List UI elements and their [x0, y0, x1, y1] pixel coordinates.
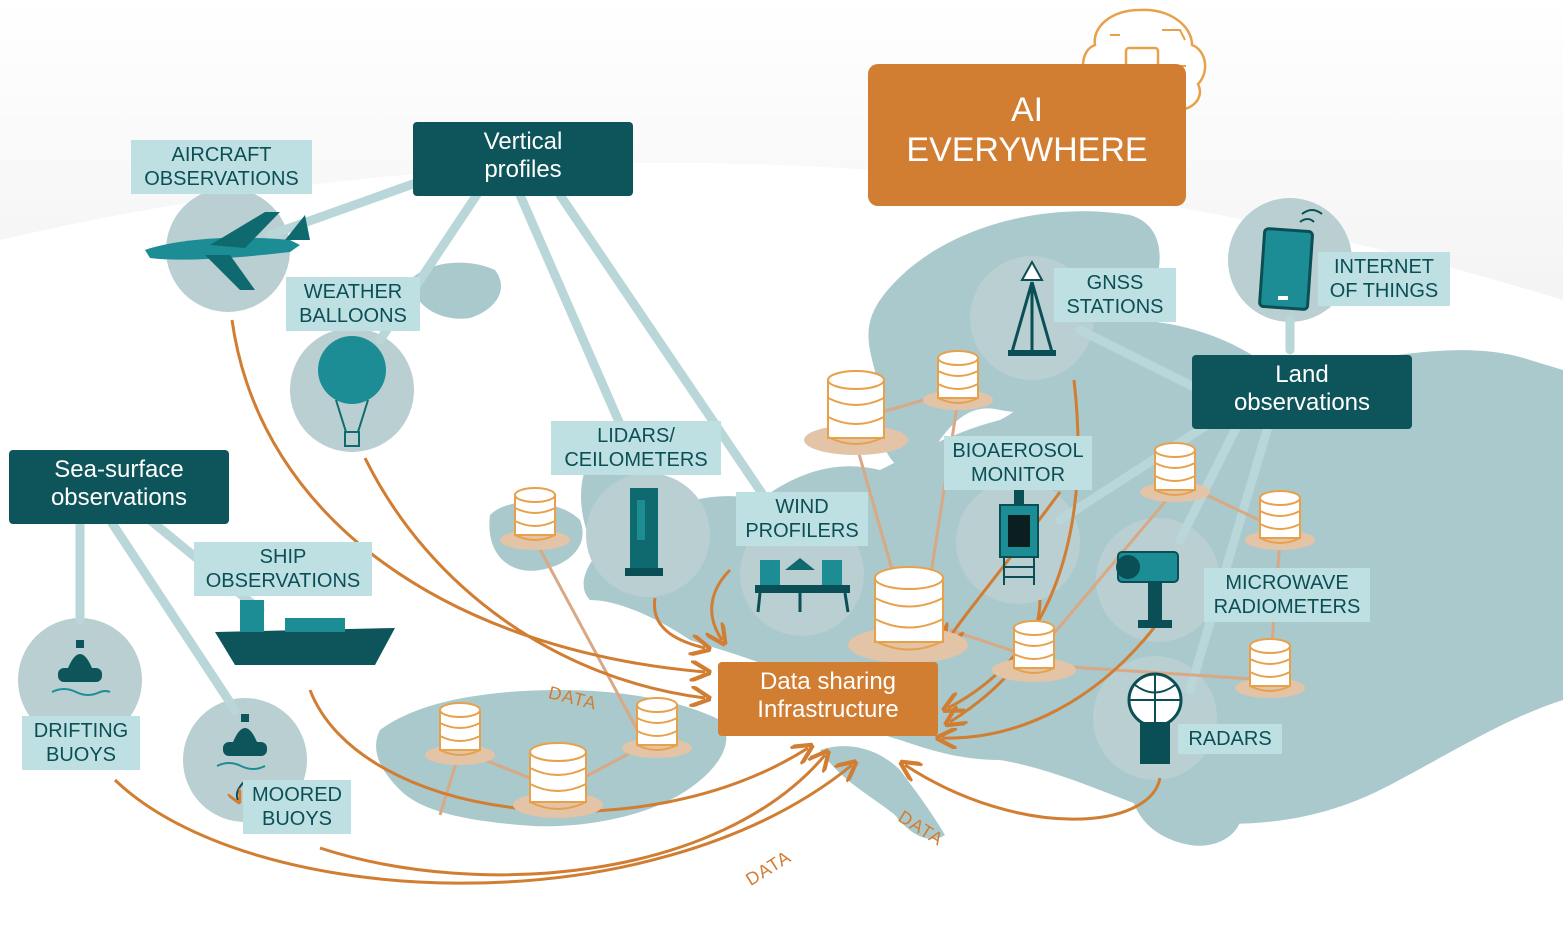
storage-node	[923, 350, 993, 410]
vertical-profiles-box: Vertical profiles	[413, 122, 633, 196]
bioaerosol-monitor-label: BIOAEROSOL MONITOR	[944, 436, 1092, 490]
storage-node	[1235, 638, 1305, 698]
drifting-buoys-label: DRIFTING BUOYS	[22, 716, 140, 770]
radar-icon	[1127, 672, 1183, 764]
land-observations-box: Land observations	[1192, 355, 1412, 429]
moored-buoy-icon	[216, 714, 267, 800]
gnss-stations-label: GNSS STATIONS	[1054, 268, 1176, 322]
storage-nodes	[425, 350, 1315, 818]
storage-node	[992, 620, 1076, 682]
aircraft-icon	[145, 212, 310, 290]
gnss-antenna-icon	[1008, 259, 1056, 356]
ship-observations-label: SHIP OBSERVATIONS	[194, 542, 372, 596]
iot-device-icon	[1258, 209, 1323, 311]
sea-surface-observations-box: Sea-surface observations	[9, 450, 229, 524]
storage-node	[1140, 442, 1210, 502]
bioaerosol-monitor-icon	[999, 488, 1039, 585]
lidar-icon	[625, 488, 663, 576]
weather-balloon-icon	[318, 336, 386, 447]
microwave-radiometers-label: MICROWAVE RADIOMETERS	[1204, 568, 1370, 622]
ai-everywhere-box: AI EVERYWHERE	[868, 64, 1186, 206]
aircraft-observations-label: AIRCRAFT OBSERVATIONS	[131, 140, 312, 194]
lidars-ceilometers-label: LIDARS/ CEILOMETERS	[551, 421, 721, 475]
ship-icon	[215, 600, 395, 665]
storage-network	[438, 388, 1282, 816]
wind-profiler-icon	[755, 558, 850, 613]
storage-node	[425, 702, 495, 765]
drifting-buoy-icon	[51, 640, 111, 696]
storage-node	[622, 697, 692, 758]
internet-of-things-label: INTERNET OF THINGS	[1318, 252, 1450, 306]
data-flow-arrows	[113, 319, 1162, 885]
weather-balloons-label: WEATHER BALLOONS	[286, 277, 420, 331]
wind-profilers-label: WIND PROFILERS	[736, 492, 868, 546]
storage-node	[513, 742, 603, 818]
storage-node	[500, 487, 570, 550]
storage-node	[848, 566, 968, 663]
data-sharing-infrastructure-box: Data sharing Infrastructure	[718, 662, 938, 736]
radars-label: RADARS	[1178, 724, 1282, 754]
storage-node	[1245, 490, 1315, 550]
storage-node	[804, 370, 908, 455]
microwave-radiometer-icon	[1116, 551, 1179, 628]
moored-buoys-label: MOORED BUOYS	[243, 780, 351, 834]
